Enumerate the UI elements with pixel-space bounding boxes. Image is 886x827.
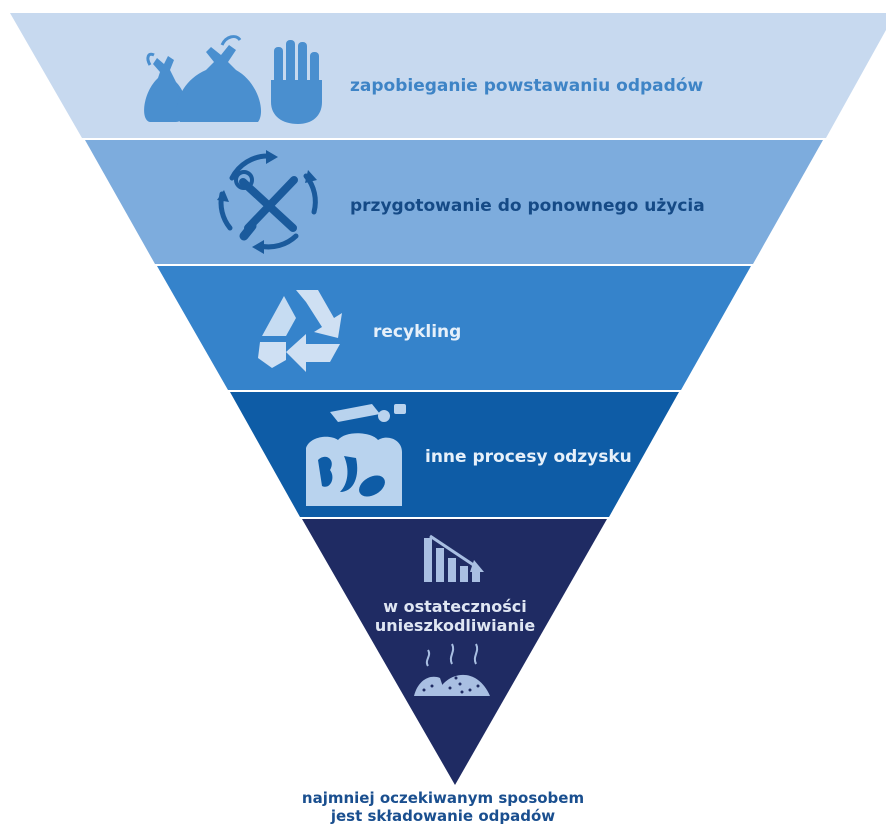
level-disposal-band bbox=[302, 519, 607, 785]
recycle-icon bbox=[258, 290, 342, 372]
repair-tools-cycle-icon bbox=[218, 153, 318, 250]
footer-line2: jest składowanie odpadów bbox=[330, 807, 556, 825]
garbage-bags-icon bbox=[144, 35, 262, 122]
level-recovery-label: inne procesy odzysku bbox=[425, 447, 632, 467]
level-disposal: w ostateczności unieszkodliwianie bbox=[302, 519, 607, 785]
declining-chart-icon bbox=[424, 534, 484, 582]
cycle-arrowheads-icon bbox=[217, 150, 317, 254]
landfill-icon bbox=[414, 643, 490, 696]
footer-note: najmniej oczekiwanym sposobem jest skład… bbox=[0, 789, 886, 825]
footer-line1: najmniej oczekiwanym sposobem bbox=[301, 789, 585, 807]
level-recycling: recykling bbox=[157, 266, 751, 390]
level-reuse: przygotowanie do ponownego użycia bbox=[85, 140, 823, 264]
level-prevention: zapobieganie powstawaniu odpadów bbox=[10, 13, 886, 138]
waste-recovery-icon bbox=[306, 404, 406, 506]
level-recovery: inne procesy odzysku bbox=[230, 392, 679, 517]
stop-hand-icon bbox=[271, 40, 322, 124]
level-disposal-label-line1: w ostateczności bbox=[383, 597, 526, 616]
level-reuse-band bbox=[85, 140, 823, 264]
level-recycling-label: recykling bbox=[373, 322, 461, 342]
level-prevention-label: zapobieganie powstawaniu odpadów bbox=[350, 76, 703, 96]
level-reuse-label: przygotowanie do ponownego użycia bbox=[350, 196, 705, 216]
level-disposal-label-line2: unieszkodliwianie bbox=[375, 616, 536, 635]
